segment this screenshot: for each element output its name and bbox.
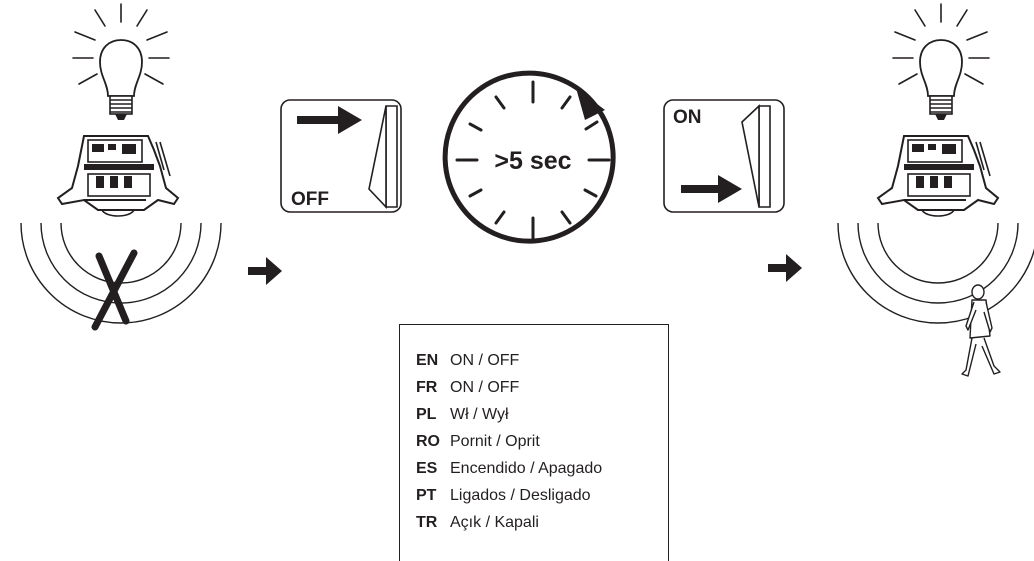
legend-code: FR bbox=[416, 379, 438, 396]
light-bulb-icon bbox=[892, 3, 990, 121]
arrow-right-icon bbox=[768, 254, 802, 282]
motion-sensor-icon bbox=[57, 135, 179, 217]
legend-row-pt: PT Ligados / Desligado bbox=[416, 482, 668, 509]
legend-text: ON / OFF bbox=[450, 379, 520, 396]
legend-row-ro: RO Pornit / Oprit bbox=[416, 428, 668, 455]
legend-code: EN bbox=[416, 352, 439, 369]
legend-text: Encendido / Apagado bbox=[450, 460, 603, 477]
detection-arcs bbox=[837, 222, 1034, 324]
legend-code: PL bbox=[416, 406, 437, 423]
legend-text: ON / OFF bbox=[450, 352, 520, 369]
legend-row-es: ES Encendido / Apagado bbox=[416, 455, 668, 482]
arrow-right-icon bbox=[297, 106, 362, 134]
arrow-right-icon bbox=[681, 175, 742, 203]
legend-text: Wł / Wył bbox=[450, 406, 509, 423]
switch-off-panel: OFF bbox=[280, 99, 402, 213]
switch-on-panel: ON bbox=[663, 99, 785, 213]
legend-code: PT bbox=[416, 487, 437, 504]
switch-on-label: ON bbox=[673, 107, 702, 128]
timer-label: >5 sec bbox=[494, 147, 571, 175]
translation-legend: EN ON / OFF FR ON / OFF PL Wł / Wył RO Porni… bbox=[399, 324, 669, 561]
light-bulb-icon bbox=[72, 3, 170, 121]
x-mark-icon bbox=[91, 249, 138, 331]
legend-row-fr: FR ON / OFF bbox=[416, 374, 668, 401]
arrow-right-icon bbox=[248, 257, 282, 285]
legend-code: TR bbox=[416, 514, 438, 531]
switch-off-label: OFF bbox=[291, 189, 329, 210]
right-panel bbox=[837, 3, 1034, 377]
legend-row-pl: PL Wł / Wył bbox=[416, 401, 668, 428]
legend-text: Pornit / Oprit bbox=[450, 433, 540, 450]
legend-text: Ligados / Desligado bbox=[450, 487, 591, 504]
clockwise-arrowhead bbox=[576, 88, 605, 120]
walking-person-icon bbox=[961, 284, 1001, 377]
timer-dial: >5 sec bbox=[442, 70, 616, 244]
legend-text: Açık / Kapali bbox=[450, 514, 539, 531]
legend-row-tr: TR Açık / Kapali bbox=[416, 509, 668, 536]
left-panel bbox=[20, 3, 222, 331]
motion-sensor-icon bbox=[877, 135, 999, 217]
legend-row-en: EN ON / OFF bbox=[416, 347, 668, 374]
legend-code: RO bbox=[416, 433, 440, 450]
legend-code: ES bbox=[416, 460, 438, 477]
